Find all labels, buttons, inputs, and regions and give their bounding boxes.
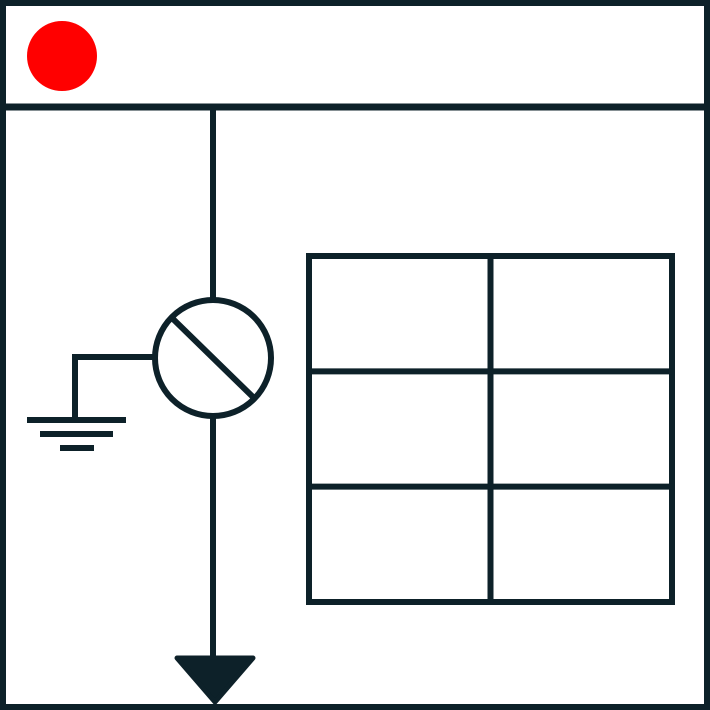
down-arrow-triangle-icon xyxy=(174,655,256,705)
red-status-dot-icon xyxy=(27,21,97,91)
breaker-slash xyxy=(169,315,257,401)
ground-lead xyxy=(72,354,154,420)
grid-panel-icon xyxy=(306,253,675,605)
ground-symbol-icon xyxy=(27,417,126,451)
